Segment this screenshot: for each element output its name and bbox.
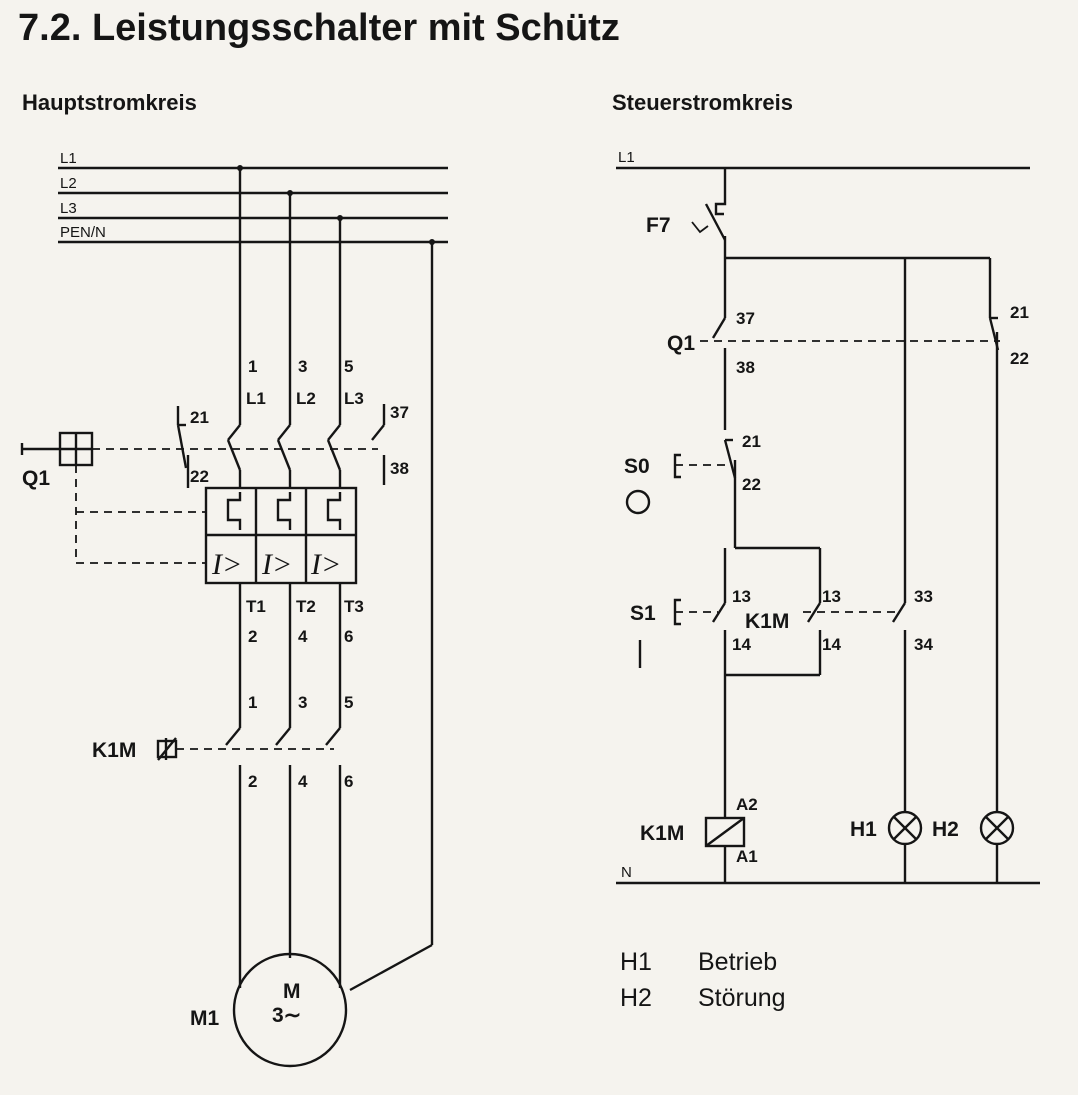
thermal-element: [276, 492, 292, 530]
k1m-hold-label: K1M: [745, 610, 789, 633]
motor-m: M: [283, 980, 301, 1003]
s0-symbol-circle: [625, 489, 651, 515]
motor-phases: 3∼: [272, 1004, 301, 1027]
q1-main-contacts: [226, 424, 342, 488]
q1-out-t2: T2: [296, 597, 316, 616]
control-circuit-heading: Steuerstromkreis: [612, 90, 793, 115]
main-circuit-heading: Hauptstromkreis: [22, 90, 197, 115]
q1-operator: [20, 431, 378, 467]
q1-out-6: 6: [344, 627, 353, 646]
q1-trip-unit: [204, 486, 358, 585]
bus-label-l3: L3: [60, 200, 77, 217]
q1-label: Q1: [22, 467, 50, 490]
control-main-branch: [691, 168, 990, 883]
q1-phase-l1: L1: [246, 389, 266, 408]
motor-label: M1: [190, 1007, 219, 1030]
q1-term-1: 1: [248, 357, 257, 376]
page-title: 7.2. Leistungsschalter mit Schütz: [18, 7, 620, 49]
f7-arrow: [691, 221, 709, 234]
f7-contact: [714, 198, 727, 216]
q1-control-label: Q1: [667, 332, 695, 355]
q1-term-5: 5: [344, 357, 353, 376]
s0-22: 22: [742, 475, 761, 494]
k1m-term-5: 5: [344, 693, 353, 712]
q1-out-4: 4: [298, 627, 308, 646]
q1-aux-nc-main: [176, 406, 190, 488]
legend-text: Störung: [698, 984, 786, 1012]
q1-ctrl-37: 37: [736, 309, 755, 328]
q1-nc-21: 21: [190, 408, 209, 427]
k1m-coil-label: K1M: [640, 822, 684, 845]
coil-a1: A1: [736, 847, 758, 866]
k1m-main-contacts: [225, 727, 342, 988]
s0-actuator: [673, 453, 681, 479]
control-l1-label: L1: [618, 149, 635, 166]
control-n-label: N: [621, 864, 632, 881]
k1m-33: 33: [914, 587, 933, 606]
legend-code: H1: [620, 948, 652, 976]
thermal-element: [226, 492, 242, 530]
q1-out-2: 2: [248, 627, 257, 646]
bus-label-pen: PEN/N: [60, 224, 106, 241]
bus-label-l2: L2: [60, 175, 77, 192]
trip-dashed-links: [75, 465, 206, 564]
s1-14: 14: [732, 635, 751, 654]
s1-13: 13: [732, 587, 751, 606]
coil-a2: A2: [736, 795, 758, 814]
phase-wires-mid: [238, 583, 342, 728]
q1-phase-l2: L2: [296, 389, 316, 408]
legend: H1 Betrieb H2 Störung: [620, 948, 786, 1012]
k1m-term-1: 1: [248, 693, 257, 712]
overcurrent-symbol-2: I>: [261, 548, 292, 581]
h2-branch: [979, 258, 1015, 883]
thermal-element: [326, 492, 342, 530]
h2-label: H2: [932, 818, 959, 841]
s0-21: 21: [742, 432, 761, 451]
k1m-13: 13: [822, 587, 841, 606]
q1-term-3: 3: [298, 357, 307, 376]
q1-no-38: 38: [390, 459, 409, 478]
k1m-term-6: 6: [344, 772, 353, 791]
overcurrent-symbol-1: I>: [211, 548, 242, 581]
f7-label: F7: [646, 214, 671, 237]
main-buses: L1 L2 L3 PEN/N: [58, 150, 448, 245]
bus-label-l1: L1: [60, 150, 77, 167]
k1m-coil-symbol: [156, 737, 334, 761]
q1-ctrl-38: 38: [736, 358, 755, 377]
phase-wires-upper: [238, 168, 342, 425]
overcurrent-symbol-3: I>: [310, 548, 341, 581]
legend-code: H2: [620, 984, 652, 1012]
h1-label: H1: [850, 818, 877, 841]
k1m-term-2: 2: [248, 772, 257, 791]
legend-text: Betrieb: [698, 948, 777, 976]
q1-out-t3: T3: [344, 597, 364, 616]
q1-out-t1: T1: [246, 597, 266, 616]
s0-label: S0: [624, 455, 650, 478]
k1m-main-label: K1M: [92, 739, 136, 762]
q1-phase-l3: L3: [344, 389, 364, 408]
k1m-term-3: 3: [298, 693, 307, 712]
h1-branch: [887, 258, 923, 883]
k1m-term-4: 4: [298, 772, 308, 791]
s1-label: S1: [630, 602, 656, 625]
pe-wire: [349, 242, 434, 992]
q1-nc-22: 22: [190, 467, 209, 486]
q1-ctrl-21: 21: [1010, 303, 1029, 322]
k1m-14: 14: [822, 635, 841, 654]
k1m-34: 34: [914, 635, 933, 654]
q1-aux-no-main: [371, 404, 386, 485]
s1-actuator: [673, 598, 681, 626]
q1-ctrl-22: 22: [1010, 349, 1029, 368]
motor-symbol: [232, 952, 348, 1068]
q1-no-37: 37: [390, 403, 409, 422]
